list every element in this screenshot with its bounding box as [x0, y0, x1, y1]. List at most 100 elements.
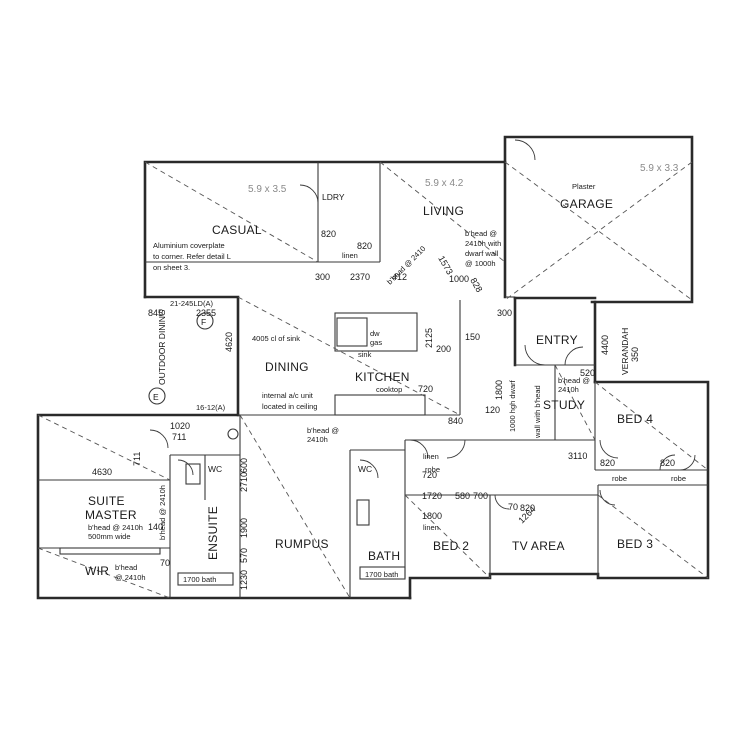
dim-4400: 4400: [600, 335, 610, 355]
note-rumpus-2410: 2410h: [307, 435, 328, 444]
dim-711a: 711: [172, 432, 186, 442]
note-linen-2: linen: [423, 452, 439, 461]
note-sink: sink: [358, 350, 372, 359]
room-label-garage: GARAGE: [560, 197, 613, 211]
note-plaster: Plaster: [572, 182, 596, 191]
note-robe-3: robe: [671, 474, 686, 483]
note-living-head: b'head @: [465, 229, 497, 238]
dim-840: 840: [448, 416, 463, 426]
dim-570: 570: [239, 548, 249, 563]
dim-828: 828: [468, 276, 484, 294]
dim-1800b: 1800: [494, 380, 504, 400]
room-label-rumpus: RUMPUS: [275, 537, 329, 551]
dim-580: 580: [455, 491, 470, 501]
dim-1720: 1720: [422, 491, 442, 501]
dim-1573: 1573: [436, 254, 455, 276]
room-label-laundry: LDRY: [322, 192, 345, 202]
room-label-tv-area: TV AREA: [512, 539, 565, 553]
note-study-bhead: b'head @: [558, 376, 590, 385]
note-dining-1: internal a/c unit: [262, 391, 314, 400]
dim-350: 350: [630, 347, 640, 362]
dim-300a: 300: [315, 272, 330, 282]
note-living-dwarf: dwarf wall: [465, 249, 499, 258]
note-living-2410: 2410h with: [465, 239, 501, 248]
fixture-kitchen-island: [336, 317, 368, 347]
room-label-bed2: BED 2: [433, 539, 469, 553]
room-label-wir: WIR: [85, 564, 109, 578]
dim-820e: 820: [520, 503, 535, 513]
dim-150: 150: [465, 332, 480, 342]
note-casual-3: on sheet 3.: [153, 263, 190, 272]
note-dwarf-height: 1000 hgh dwarf: [508, 379, 517, 432]
room-label-master: MASTER: [85, 508, 137, 522]
room-label-bath: BATH: [368, 549, 400, 563]
dim-820c: 820: [600, 458, 615, 468]
fixture-downpipe: [227, 428, 239, 440]
note-wir-bhead: b'head: [115, 563, 137, 572]
dim-4620: 4620: [224, 332, 234, 352]
room-label-entry: ENTRY: [536, 333, 578, 347]
section-marker-e-label: E: [153, 392, 159, 402]
room-label-wc-ensuite: WC: [208, 464, 222, 474]
room-label-outdoor-dining: OUTDOOR DINING: [157, 309, 167, 385]
interior-walls: [37, 161, 709, 599]
note-linen-1: linen: [342, 251, 358, 260]
dim-600: 600: [239, 458, 249, 473]
dim-720a: 720: [418, 384, 433, 394]
note-dw: dw: [370, 329, 380, 338]
note-casual-1: Aluminium coverplate: [153, 241, 225, 250]
note-cl-sink: 4005 cl of sink: [252, 334, 300, 343]
note-linen-3: linen: [423, 523, 439, 532]
dim-700: 700: [473, 491, 488, 501]
room-label-ensuite: ENSUITE: [206, 506, 220, 560]
fixtures: [59, 317, 370, 555]
room-label-dining: DINING: [265, 360, 309, 374]
dim-2125: 2125: [424, 328, 434, 348]
dim-1800a: 1800: [422, 511, 442, 521]
dim-300b: 300: [497, 308, 512, 318]
section-marker-f: [196, 312, 214, 330]
dim-140: 140: [148, 522, 163, 532]
dim-120: 120: [485, 405, 500, 415]
note-master-bhead: b'head @ 2410h: [88, 523, 143, 532]
dim-2355: 2355: [196, 308, 216, 318]
door-swings: [149, 139, 696, 510]
dim-520: 520: [580, 368, 595, 378]
room-label-study: STUDY: [543, 398, 585, 412]
pencil-casual-size: 5.9 x 3.5: [248, 184, 287, 195]
note-study-2410: 2410h: [558, 385, 579, 394]
note-rumpus-bhead: b'head @: [307, 426, 339, 435]
note-entry-wall: wall with b'head: [533, 385, 542, 439]
dimension-labels: 300 2370 412 300 2355 845 4620 1020 711 …: [92, 229, 675, 590]
dim-200: 200: [436, 344, 451, 354]
room-label-kitchen: KITCHEN: [355, 370, 410, 384]
note-robe-1: robe: [425, 465, 440, 474]
note-wir-2410: @ 2410h: [115, 573, 146, 582]
fixture-ensuite-wc: [185, 463, 201, 485]
note-gas: gas: [370, 338, 382, 347]
dim-412: 412: [392, 272, 407, 282]
dim-845: 845: [148, 308, 163, 318]
room-label-verandah: VERANDAH: [620, 328, 630, 375]
room-label-casual: CASUAL: [212, 223, 262, 237]
dim-1000: 1000: [449, 274, 469, 284]
fixture-wir-shelf: [59, 547, 161, 555]
note-cooktop: cooktop: [376, 385, 402, 394]
note-casual-2: to corner. Refer detail L: [153, 252, 231, 261]
dim-720b: 720: [422, 470, 437, 480]
dim-711b: 711: [132, 452, 142, 466]
note-lintel-1: 21-245LD(A): [170, 299, 213, 308]
note-bath-1700: 1700 bath: [365, 570, 398, 579]
dim-1020: 1020: [170, 421, 190, 431]
section-marker-f-label: F: [201, 317, 206, 327]
room-label-suite: SUITE: [88, 494, 125, 508]
note-living-1000: @ 1000h: [465, 259, 496, 268]
dim-2710: 2710: [239, 472, 249, 492]
dim-820b: 820: [357, 241, 372, 251]
note-dining-2: located in ceiling: [262, 402, 317, 411]
pencil-annotations: 5.9 x 3.5 5.9 x 4.2 5.9 x 3.3: [248, 163, 679, 195]
note-master-wide: 500mm wide: [88, 532, 131, 541]
dim-2370: 2370: [350, 272, 370, 282]
dim-820a: 820: [321, 229, 336, 239]
room-label-bed3: BED 3: [617, 537, 653, 551]
